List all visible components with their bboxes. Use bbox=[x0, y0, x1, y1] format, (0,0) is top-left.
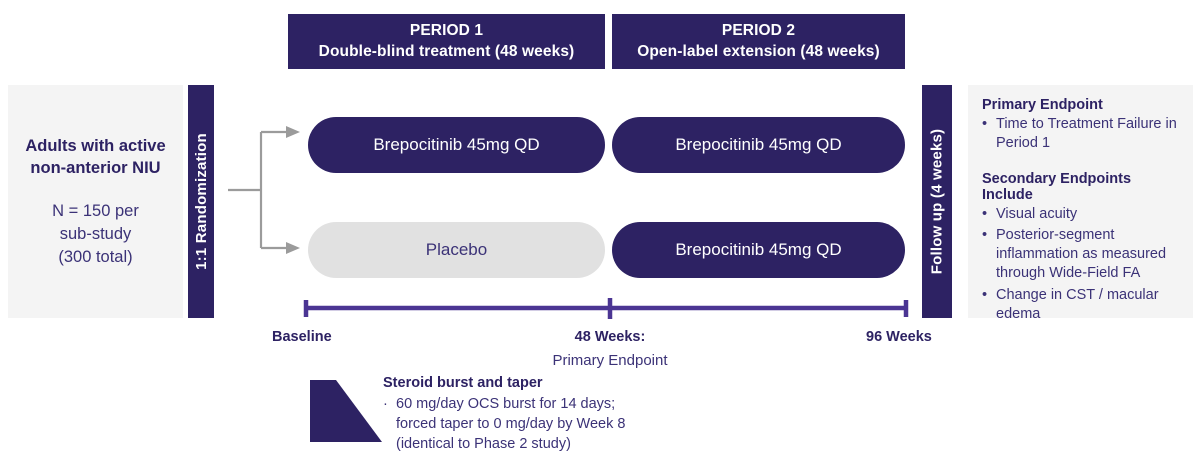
arrow-head-lower-icon bbox=[286, 242, 300, 254]
randomization-split-arrows bbox=[228, 126, 300, 254]
population-sample-size: N = 150 per sub-study (300 total) bbox=[52, 200, 139, 268]
bullet-icon: • bbox=[982, 116, 988, 132]
secondary-endpoint-item: • Posterior-segment inflammation as meas… bbox=[982, 226, 1183, 284]
steroid-note-text: 60 mg/day OCS burst for 14 days; forced … bbox=[396, 394, 625, 454]
primary-endpoint-item: • Time to Treatment Failure in Period 1 bbox=[982, 115, 1183, 154]
population-n-line-2: sub-study bbox=[59, 224, 132, 243]
period-1-header: PERIOD 1 Double-blind treatment (48 week… bbox=[288, 14, 605, 69]
period-2-subtitle: Open-label extension (48 weeks) bbox=[637, 42, 880, 60]
population-title: Adults with active non-anterior NIU bbox=[25, 136, 166, 178]
population-n-line-1: N = 150 per bbox=[52, 202, 139, 221]
randomization-bar: 1:1 Randomization bbox=[188, 85, 214, 318]
primary-endpoint-heading: Primary Endpoint bbox=[982, 97, 1103, 113]
followup-label: Follow up (4 weeks) bbox=[928, 128, 946, 275]
steroid-note-item: · 60 mg/day OCS burst for 14 days; force… bbox=[383, 394, 683, 454]
secondary-endpoint-item: • Change in CST / macular edema bbox=[982, 286, 1183, 325]
population-panel: Adults with active non-anterior NIU N = … bbox=[8, 85, 183, 318]
followup-bar: Follow up (4 weeks) bbox=[922, 85, 952, 318]
steroid-taper-wedge-icon bbox=[310, 380, 382, 442]
timeline-label-baseline: Baseline bbox=[272, 329, 332, 345]
secondary-endpoints-heading: Secondary Endpoints Include bbox=[982, 170, 1132, 203]
steroid-burst-note: Steroid burst and taper · 60 mg/day OCS … bbox=[383, 375, 683, 454]
secondary-endpoint-text: Visual acuity bbox=[996, 205, 1078, 222]
period-1-title: PERIOD 1 bbox=[409, 22, 484, 40]
steroid-note-title: Steroid burst and taper bbox=[383, 375, 543, 391]
timeline-label-96-weeks: 96 Weeks bbox=[866, 329, 932, 345]
timeline-label-primary-endpoint: Primary Endpoint bbox=[552, 352, 668, 369]
arm-period1-active: Brepocitinib 45mg QD bbox=[308, 117, 605, 173]
bullet-icon: • bbox=[982, 226, 988, 243]
steroid-note-line-1: 60 mg/day OCS burst for 14 days; bbox=[396, 396, 616, 412]
arrow-head-upper-icon bbox=[286, 126, 300, 138]
study-timeline bbox=[303, 298, 909, 319]
arm-period2-active: Brepocitinib 45mg QD bbox=[612, 117, 905, 173]
secondary-endpoint-text: Posterior-segment inflammation as measur… bbox=[996, 226, 1167, 282]
steroid-note-line-3: (identical to Phase 2 study) bbox=[396, 436, 571, 452]
timeline-label-48-weeks: 48 Weeks: bbox=[574, 329, 646, 345]
primary-endpoint-text: Time to Treatment Failure in Period 1 bbox=[996, 116, 1177, 152]
steroid-bullet-icon: · bbox=[383, 396, 388, 412]
bullet-icon: • bbox=[982, 205, 988, 222]
arm-period1-placebo: Placebo bbox=[308, 222, 605, 278]
period-1-subtitle: Double-blind treatment (48 weeks) bbox=[318, 42, 575, 60]
bullet-icon: • bbox=[982, 286, 988, 303]
steroid-note-line-2: forced taper to 0 mg/day by Week 8 bbox=[396, 416, 626, 432]
period-2-header: PERIOD 2 Open-label extension (48 weeks) bbox=[612, 14, 905, 69]
period-2-title: PERIOD 2 bbox=[721, 22, 796, 40]
secondary-endpoint-text: Change in CST / macular edema bbox=[996, 286, 1159, 322]
population-n-line-3: (300 total) bbox=[58, 247, 133, 266]
arm-period2-placebo: Brepocitinib 45mg QD bbox=[612, 222, 905, 278]
secondary-endpoint-item: • Visual acuity bbox=[982, 205, 1183, 224]
endpoints-panel: Primary Endpoint • Time to Treatment Fai… bbox=[968, 85, 1193, 322]
randomization-label: 1:1 Randomization bbox=[192, 133, 210, 270]
